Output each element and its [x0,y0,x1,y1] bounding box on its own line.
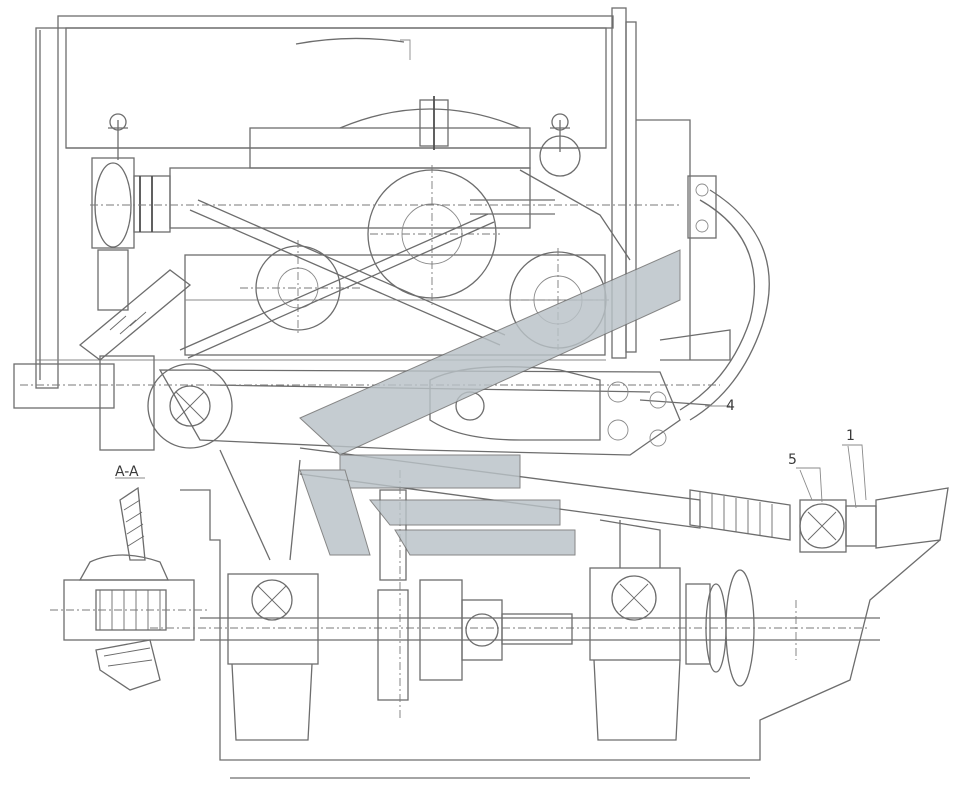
callout-label-4: 4 [726,398,735,414]
callout-label-1: 1 [846,428,855,444]
watermark-logo [299,249,681,556]
curved-hose [679,175,770,421]
lower-base [150,449,941,779]
callout-leaders [115,405,867,503]
section-label: A-A [115,464,139,480]
section-a-a-detail [50,486,210,691]
main-housing-frame [35,7,691,389]
callout-label-5: 5 [788,452,797,468]
left-pulley-assembly [78,113,570,361]
centerlines [20,204,797,720]
